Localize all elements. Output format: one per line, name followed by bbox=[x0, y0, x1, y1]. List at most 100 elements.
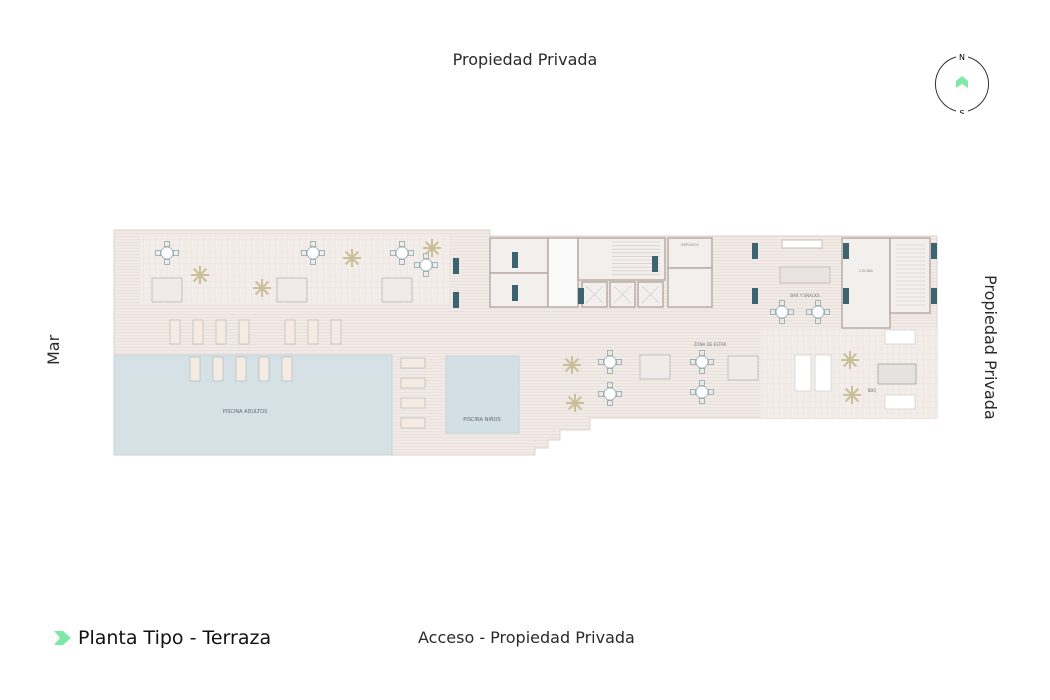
chair bbox=[607, 368, 613, 374]
chair bbox=[173, 250, 179, 256]
palm-plant bbox=[844, 394, 853, 403]
lounge-label: ZONA DE ESTAR bbox=[694, 342, 727, 347]
dining-table bbox=[814, 354, 832, 392]
palm-plant bbox=[344, 257, 353, 266]
chair bbox=[399, 241, 405, 247]
palm-plant bbox=[431, 247, 440, 256]
chair bbox=[399, 259, 405, 265]
kids-pool-label: PISCINA NIÑOS bbox=[463, 416, 500, 423]
table bbox=[695, 385, 709, 399]
chair bbox=[598, 359, 604, 365]
chair bbox=[164, 259, 170, 265]
chair bbox=[607, 350, 613, 356]
structural-column bbox=[512, 285, 518, 301]
bbq-grill bbox=[877, 363, 917, 385]
chevron-right-icon bbox=[54, 631, 71, 645]
table bbox=[306, 246, 320, 260]
palm-plant bbox=[849, 359, 858, 368]
sun-lounger bbox=[192, 319, 204, 345]
palm-plant bbox=[574, 395, 583, 404]
sun-lounger bbox=[215, 319, 227, 345]
chair bbox=[598, 391, 604, 397]
palm-plant bbox=[351, 257, 360, 266]
chair bbox=[699, 368, 705, 374]
table bbox=[775, 305, 789, 319]
chair bbox=[616, 359, 622, 365]
compass-ring bbox=[967, 56, 990, 112]
restroom-women bbox=[489, 272, 549, 308]
chair bbox=[310, 259, 316, 265]
chair bbox=[815, 318, 821, 324]
table bbox=[603, 387, 617, 401]
palm-plant bbox=[192, 267, 201, 276]
table bbox=[603, 355, 617, 369]
palm-plant bbox=[344, 250, 353, 259]
structural-column bbox=[652, 256, 658, 272]
palm-plant bbox=[564, 357, 573, 366]
palm-plant bbox=[351, 250, 360, 259]
structural-column bbox=[752, 288, 758, 304]
bbq-label: BBQ bbox=[868, 388, 877, 393]
chair bbox=[708, 389, 714, 395]
chair bbox=[788, 309, 794, 315]
palm-plant bbox=[254, 287, 263, 296]
sun-lounger bbox=[284, 319, 296, 345]
structural-column bbox=[931, 288, 937, 304]
compass-north: N bbox=[959, 54, 965, 62]
sofa-set bbox=[276, 277, 308, 303]
adult-pool bbox=[113, 354, 393, 456]
sun-lounger bbox=[169, 319, 181, 345]
sun-lounger bbox=[400, 417, 426, 429]
palm-plant bbox=[842, 352, 851, 361]
chair bbox=[390, 250, 396, 256]
sun-lounger bbox=[330, 319, 342, 345]
service-stairs bbox=[889, 237, 931, 314]
table bbox=[811, 305, 825, 319]
bar-counter bbox=[779, 266, 831, 284]
palm-plant bbox=[849, 352, 858, 361]
chair bbox=[690, 389, 696, 395]
chair bbox=[690, 359, 696, 365]
kitchen bbox=[841, 237, 891, 329]
structural-column bbox=[752, 243, 758, 259]
sofa-set bbox=[381, 277, 413, 303]
plan-title: Planta Tipo - Terraza bbox=[54, 627, 271, 649]
palm-plant bbox=[567, 402, 576, 411]
palm-plant bbox=[424, 247, 433, 256]
palm-plant bbox=[261, 280, 270, 289]
chair bbox=[806, 309, 812, 315]
structural-column bbox=[931, 243, 937, 259]
palm-plant bbox=[574, 402, 583, 411]
south-boundary-label: Acceso - Propiedad Privada bbox=[418, 628, 635, 647]
chair bbox=[699, 380, 705, 386]
chair bbox=[414, 262, 420, 268]
sun-lounger bbox=[235, 356, 247, 382]
chair bbox=[607, 382, 613, 388]
structural-column bbox=[453, 292, 459, 308]
sun-lounger bbox=[238, 319, 250, 345]
stairwell bbox=[577, 237, 666, 281]
palm-plant bbox=[571, 357, 580, 366]
chair bbox=[164, 241, 170, 247]
structural-column bbox=[578, 288, 584, 304]
compass-south: S bbox=[959, 109, 964, 114]
table bbox=[695, 355, 709, 369]
bar-label: BAR Y SNACKS bbox=[790, 293, 820, 298]
chair bbox=[708, 359, 714, 365]
dining-table bbox=[884, 329, 916, 345]
table bbox=[160, 246, 174, 260]
chair bbox=[824, 309, 830, 315]
plan-title-text: Planta Tipo - Terraza bbox=[78, 627, 272, 649]
sofa-set bbox=[151, 277, 183, 303]
structural-column bbox=[512, 252, 518, 268]
palm-plant bbox=[571, 364, 580, 373]
palm-plant bbox=[844, 387, 853, 396]
kitchen-label: COCINA bbox=[859, 269, 873, 273]
chair bbox=[155, 250, 161, 256]
storage-room bbox=[667, 237, 713, 269]
palm-plant bbox=[199, 267, 208, 276]
sun-lounger bbox=[258, 356, 270, 382]
palm-plant bbox=[192, 274, 201, 283]
chair bbox=[408, 250, 414, 256]
dining-table bbox=[794, 354, 812, 392]
